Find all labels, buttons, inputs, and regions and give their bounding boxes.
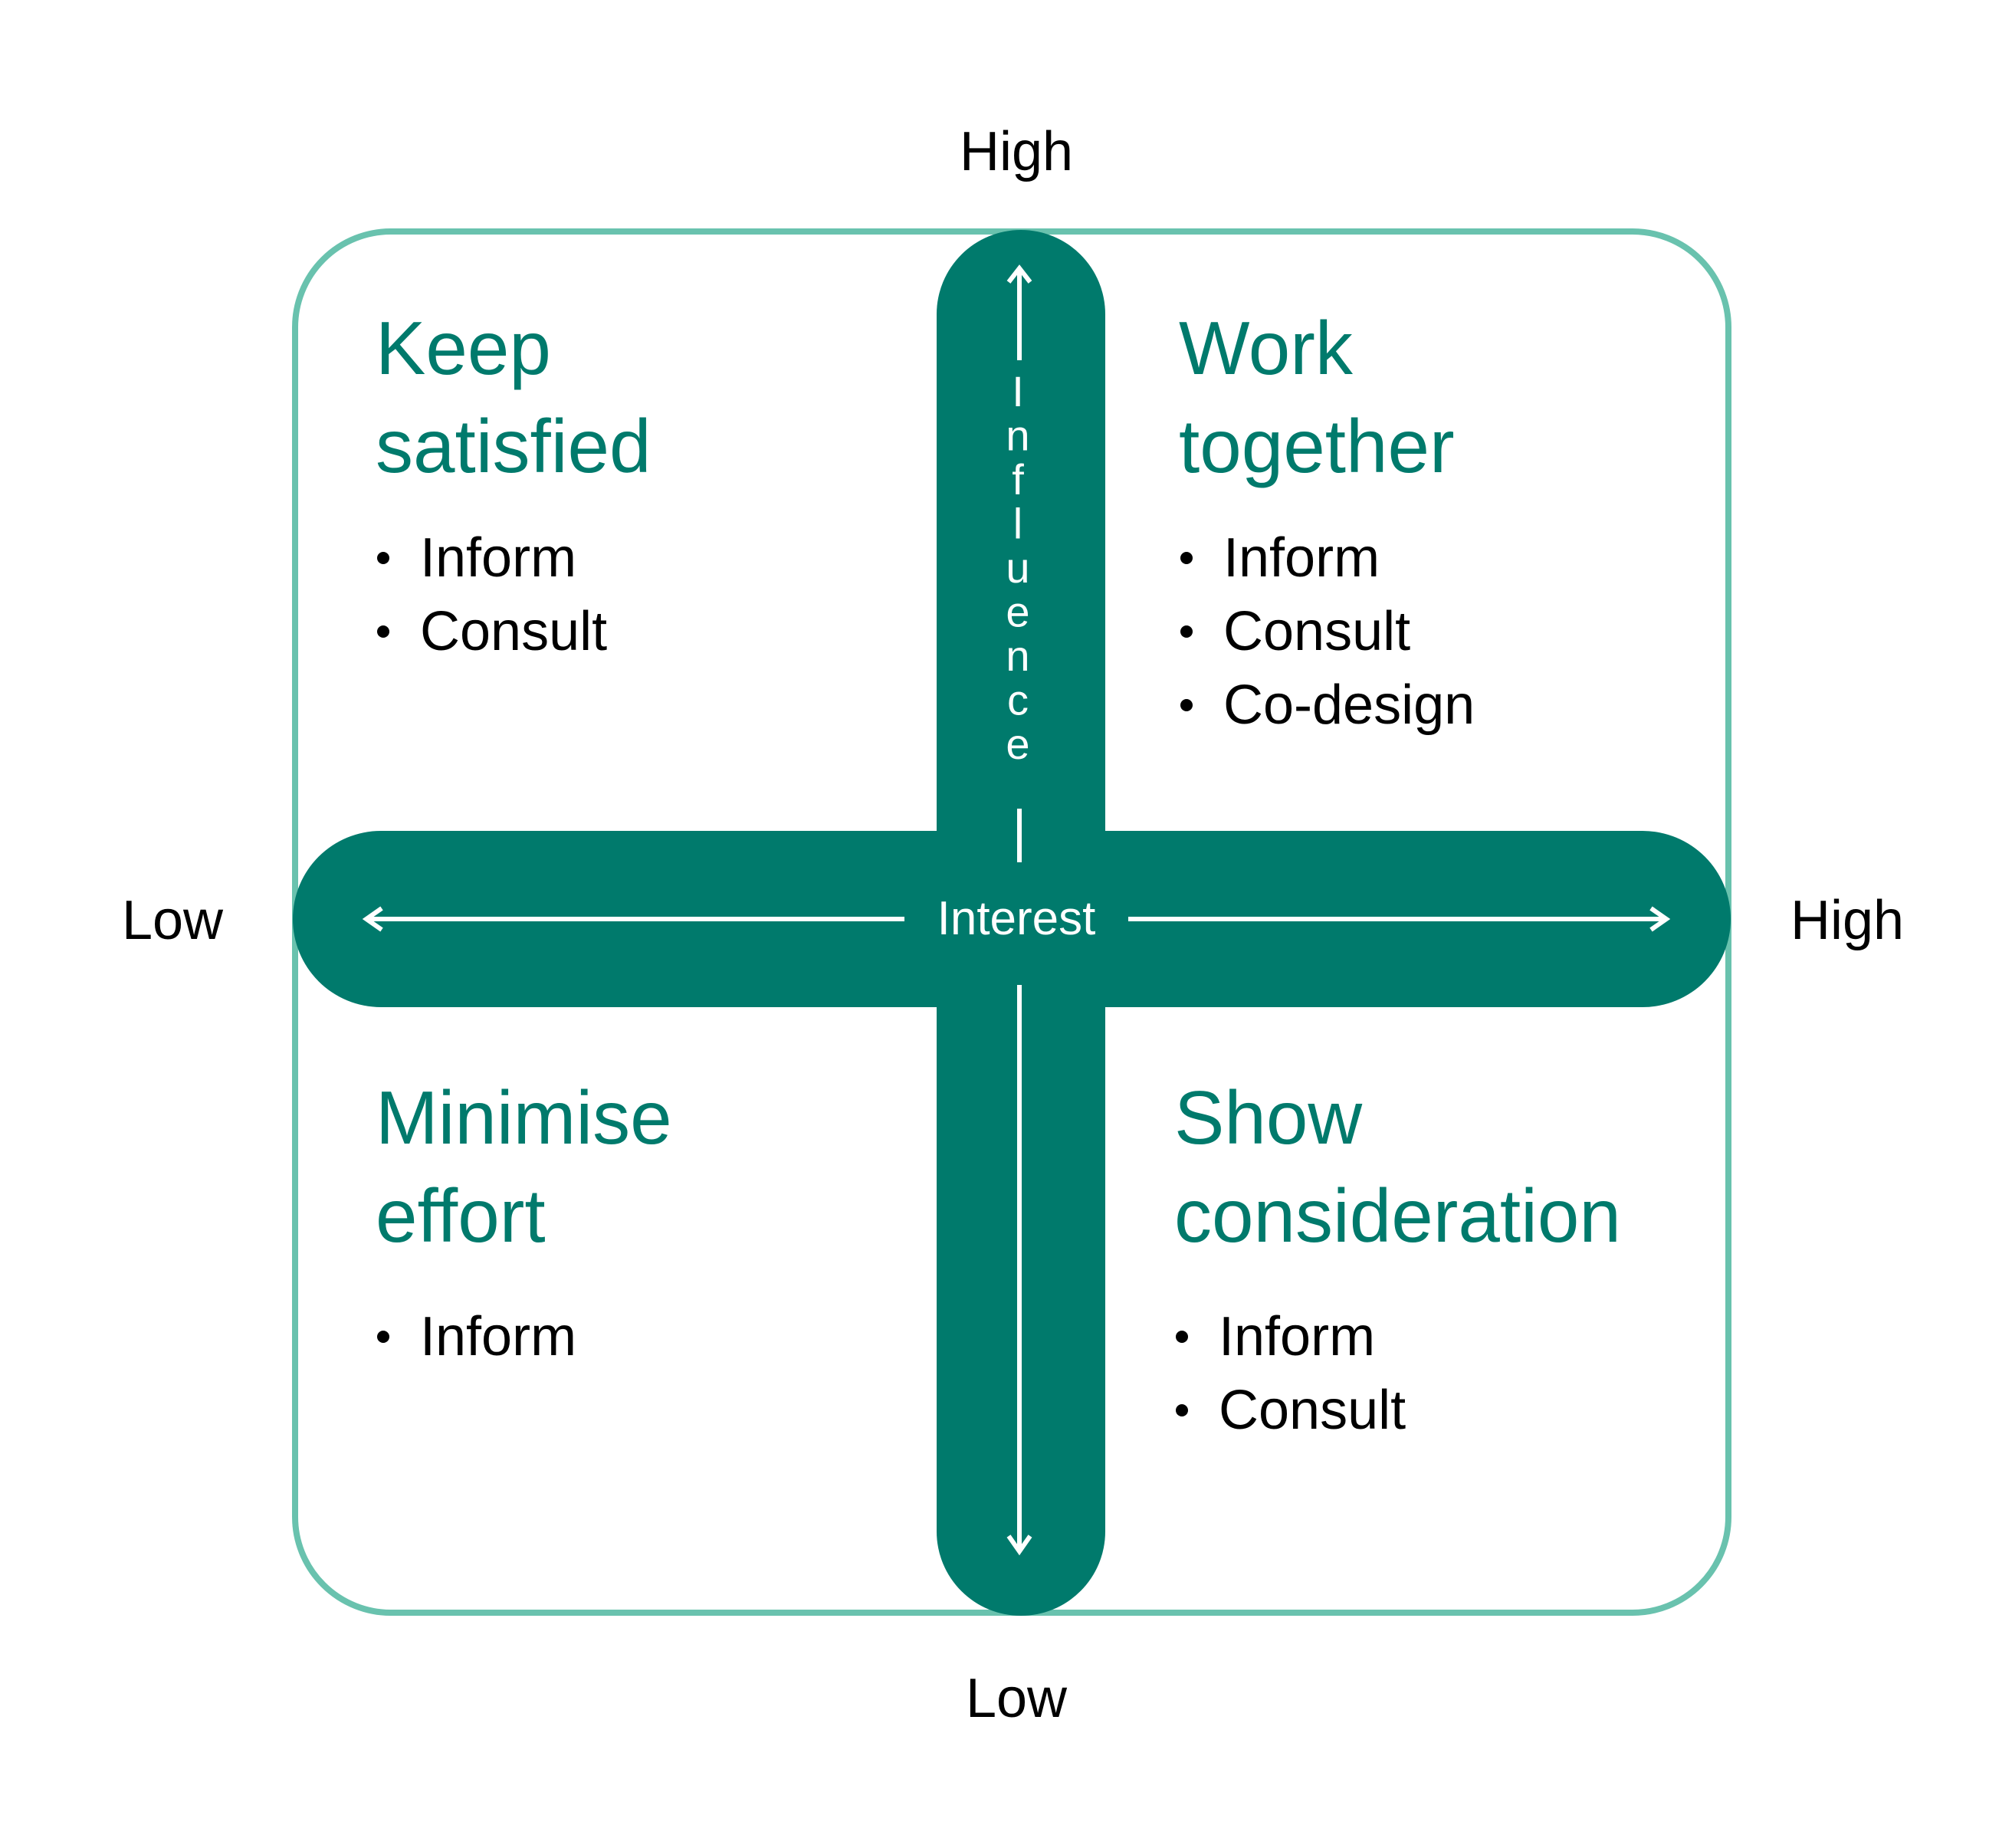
influence-label-letter: I [1012, 367, 1024, 415]
influence-label-letter: e [1006, 588, 1029, 636]
quadrant-list-item: Inform [420, 1306, 576, 1367]
interest-band [293, 831, 1731, 1007]
influence-label-letter: c [1007, 676, 1029, 724]
interest-low-label: Low [122, 890, 224, 951]
influence-label-letter: e [1006, 720, 1029, 768]
bullet-dot [1176, 1404, 1188, 1416]
bullet-dot [1180, 552, 1193, 564]
quadrant-list-item: Co-design [1223, 675, 1475, 736]
bullet-dot [1180, 699, 1193, 711]
quadrant-list-item: Consult [1223, 601, 1410, 662]
bullet-dot [377, 1331, 389, 1343]
interest-high-label: High [1790, 890, 1904, 951]
quadrant-title-line: together [1179, 404, 1455, 488]
bullet-dot [1180, 625, 1193, 638]
interest-left-arrow [362, 906, 904, 932]
influence-label-letter: n [1006, 412, 1029, 460]
quadrant-list-item: Inform [1219, 1306, 1375, 1367]
influence-label-letter: f [1012, 455, 1024, 504]
quadrant-list-item: Consult [1219, 1380, 1406, 1441]
quadrant-title-line: Minimise [376, 1075, 672, 1160]
quadrant-title-line: Keep [376, 306, 551, 390]
influence-high-label: High [960, 121, 1073, 182]
bullet-dot [377, 625, 389, 638]
influence-down-arrow [1006, 985, 1032, 1556]
quadrant-title-line: effort [376, 1173, 546, 1258]
quadrant-title-line: satisfied [376, 404, 652, 488]
interest-label: Interest [937, 892, 1096, 945]
interest-right-arrow [1128, 906, 1671, 932]
influence-up-arrow [1006, 264, 1032, 862]
quadrant-list-item: Inform [420, 527, 576, 589]
quadrant-title-line: Work [1179, 306, 1354, 390]
bullet-dot [1176, 1331, 1188, 1343]
influence-label-letter: u [1006, 543, 1029, 592]
quadrant-title-line: Show [1174, 1075, 1363, 1160]
bullet-dot [377, 552, 389, 564]
influence-label-letter: n [1006, 632, 1029, 680]
influence-label-letter: l [1013, 500, 1022, 548]
quadrant-title-line: consideration [1174, 1173, 1621, 1258]
quadrant-list-item: Consult [420, 601, 607, 662]
influence-low-label: Low [966, 1668, 1068, 1729]
quadrant-list-item: Inform [1223, 527, 1380, 589]
